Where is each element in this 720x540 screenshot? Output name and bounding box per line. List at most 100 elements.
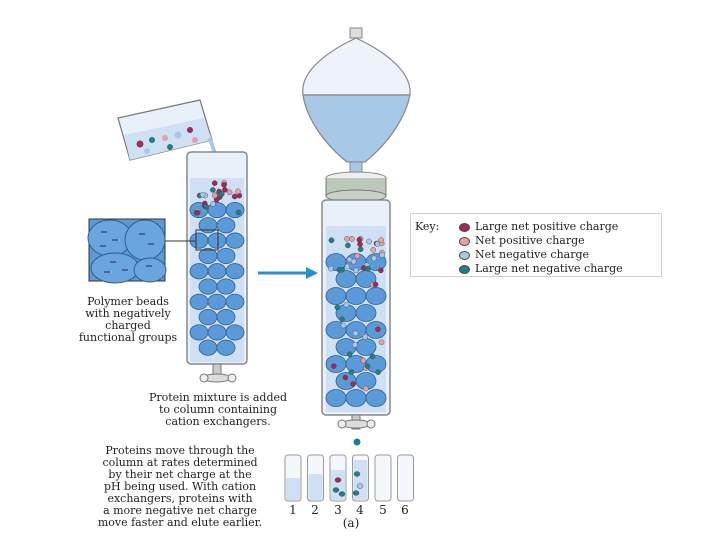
left-column <box>186 151 248 383</box>
tube-number: 6 <box>401 503 409 517</box>
bead <box>207 263 227 280</box>
protein-dot <box>342 374 349 381</box>
bead <box>365 253 387 271</box>
stopcock-icon <box>199 363 237 383</box>
bead <box>345 287 367 305</box>
protein-dot <box>352 330 359 337</box>
tube-number: 5 <box>379 503 387 517</box>
protein-dot <box>231 193 238 200</box>
bead <box>198 309 218 326</box>
protein-dot <box>366 238 372 245</box>
bead <box>325 389 347 407</box>
protein-dot <box>235 188 241 195</box>
bead <box>325 287 347 305</box>
bead <box>207 232 227 249</box>
protein-dot <box>362 385 369 392</box>
key-item-label: Large net negative charge <box>475 262 623 275</box>
protein-dot <box>362 334 369 340</box>
protein-dot <box>194 209 201 216</box>
bead <box>189 263 209 280</box>
key-title: Key: <box>415 220 440 233</box>
bead <box>355 338 377 356</box>
protein-dot <box>346 351 353 358</box>
bead <box>335 338 357 356</box>
key-legend: Key: Large net positive charge Net posit… <box>410 213 662 277</box>
protein-dot <box>364 363 371 369</box>
protein-dot <box>378 237 384 243</box>
protein-dot <box>235 209 242 216</box>
negative-swatch <box>459 251 470 260</box>
stopcock-icon <box>337 414 376 446</box>
protein-dot <box>344 236 350 242</box>
protein-dot <box>345 242 351 249</box>
protein-dot <box>356 236 363 243</box>
protein-dot <box>350 381 356 387</box>
protein-dot <box>226 189 233 196</box>
protein-dot <box>339 316 345 323</box>
bead <box>225 232 245 249</box>
bead <box>216 217 236 234</box>
bead <box>207 324 227 341</box>
collection-tubes <box>284 454 414 502</box>
protein-dot <box>334 304 341 311</box>
protein-dot <box>378 339 385 346</box>
bead <box>198 217 218 234</box>
bead <box>198 278 218 295</box>
beads-caption: Polymer beads with negatively charged fu… <box>78 295 178 344</box>
protein-dot <box>340 322 347 329</box>
protein-dot <box>357 246 364 253</box>
bead <box>189 293 209 310</box>
positive-swatch <box>459 237 470 246</box>
funnel-icon <box>302 27 411 203</box>
arrow-icon <box>258 267 318 279</box>
protein-dot <box>343 301 350 308</box>
protein-dot <box>210 201 216 207</box>
panel-label: (a) <box>342 516 360 530</box>
protein-dot <box>339 266 346 273</box>
protein-dot <box>372 281 379 288</box>
bead <box>216 339 236 356</box>
bead <box>335 270 357 288</box>
key-item-label: Large net positive charge <box>475 220 619 233</box>
protein-dot <box>203 204 210 210</box>
bead <box>225 263 245 280</box>
column-icon <box>321 199 391 446</box>
protein-dot <box>331 363 337 369</box>
bead <box>365 287 387 305</box>
bead <box>216 309 236 326</box>
bead <box>225 201 245 219</box>
protein-dot <box>375 326 381 333</box>
bead <box>365 389 387 407</box>
bead <box>198 339 218 356</box>
protein-dot <box>379 252 385 258</box>
key-item-label: Net positive charge <box>475 234 585 247</box>
protein-dot <box>348 369 355 375</box>
protein-dot <box>199 191 206 198</box>
protein-dot <box>375 369 381 375</box>
protein-dot <box>360 357 367 364</box>
bead <box>216 278 236 295</box>
collection-tube-icon <box>374 454 392 502</box>
bead <box>216 247 236 264</box>
protein-dot <box>365 265 371 272</box>
bead <box>207 293 227 310</box>
mixture-caption: Protein mixture is added to column conta… <box>148 391 288 428</box>
protein-dot <box>211 192 218 199</box>
protein-dot <box>328 265 334 272</box>
protein-dot <box>369 353 376 360</box>
tube-number: 1 <box>289 503 297 517</box>
move-caption: Proteins move through the column at rate… <box>97 444 263 529</box>
bead <box>198 247 218 264</box>
protein-dot <box>354 253 361 259</box>
tube-number: 4 <box>356 503 364 517</box>
bead <box>345 389 367 407</box>
protein-dot <box>344 263 351 270</box>
large-negative-swatch <box>459 265 470 274</box>
protein-dot <box>371 255 377 262</box>
tube-number: 2 <box>311 503 319 517</box>
bead <box>355 304 377 322</box>
protein-dot <box>218 191 225 197</box>
protein-dot <box>211 180 218 186</box>
protein-dot <box>378 267 384 274</box>
